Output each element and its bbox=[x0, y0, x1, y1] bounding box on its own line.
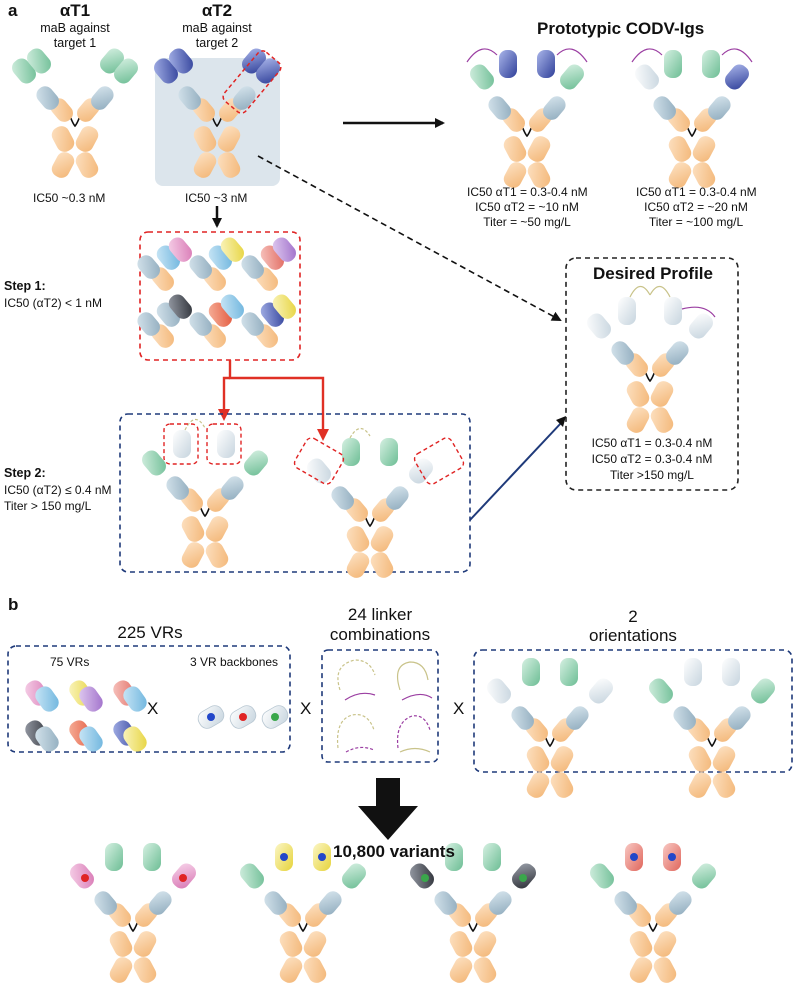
backbone-icons bbox=[197, 705, 289, 729]
desired-ic50-at2: IC50 αT2 = 0.3-0.4 nM bbox=[591, 452, 713, 466]
desired-titer: Titer >150 mg/L bbox=[610, 468, 694, 482]
step1-sub: IC50 (αT2) < 1 nM bbox=[4, 296, 102, 310]
times-sign-1: X bbox=[147, 699, 159, 718]
at2-ic50: IC50 ~3 nM bbox=[185, 191, 248, 205]
antibody-icon-orient2 bbox=[649, 658, 775, 802]
panel-a-letter: a bbox=[8, 1, 18, 20]
desired-title: Desired Profile bbox=[593, 264, 713, 283]
step2-title: Step 2: bbox=[4, 466, 46, 480]
antibody-icon-variant3 bbox=[410, 843, 536, 987]
antibody-icon-desired bbox=[587, 285, 716, 437]
at1-title: αT1 bbox=[59, 1, 91, 20]
antibody-icon-variant4 bbox=[590, 843, 716, 987]
at2-sub2: target 2 bbox=[195, 36, 239, 50]
proto1-ic50-at1: IC50 αT1 = 0.3-0.4 nM bbox=[467, 185, 588, 199]
proto2-titer: Titer = ~100 mg/L bbox=[648, 215, 744, 229]
antibody-icon-at2 bbox=[154, 48, 280, 182]
at1-ic50: IC50 ~0.3 nM bbox=[33, 191, 106, 205]
proto2-ic50-at1: IC50 αT1 = 0.3-0.4 nM bbox=[636, 185, 757, 199]
proto1-titer: Titer = ~50 mg/L bbox=[483, 215, 571, 229]
desired-profile-box bbox=[565, 257, 739, 491]
step2-box bbox=[119, 413, 471, 573]
at1-sub2: target 1 bbox=[53, 36, 97, 50]
proto1-ic50-at2: IC50 αT2 = ~10 nM bbox=[475, 200, 579, 214]
antibody-icon-codv1 bbox=[466, 48, 588, 192]
vrs-count: 225 VRs bbox=[117, 623, 183, 642]
panel-b-letter: b bbox=[8, 595, 19, 614]
arrow-icon-red-left bbox=[218, 376, 230, 421]
vrs-75-label: 75 VRs bbox=[50, 655, 90, 669]
vr-highlight-box bbox=[222, 50, 282, 114]
step1-box bbox=[139, 231, 301, 361]
variable-region-icons-step1 bbox=[134, 237, 296, 352]
backbones-label: 3 VR backbones bbox=[190, 655, 279, 669]
linker-icons bbox=[336, 659, 433, 753]
antibody-icon-at1 bbox=[12, 48, 138, 182]
step1-title: Step 1: bbox=[4, 279, 46, 293]
arrow-icon-red-right bbox=[228, 360, 329, 441]
at1-sub1: maB against bbox=[40, 21, 110, 35]
variable-region-icons-75 bbox=[25, 680, 147, 752]
variants-label: 10,800 variants bbox=[333, 842, 455, 861]
at2-sub1: maB against bbox=[182, 21, 252, 35]
antibody-icon-variant2 bbox=[240, 843, 366, 987]
antibody-icon-variant1 bbox=[70, 843, 196, 987]
proto2-ic50-at2: IC50 αT2 = ~20 nM bbox=[644, 200, 748, 214]
times-sign-3: X bbox=[453, 699, 465, 718]
antibody-icon-step2-b bbox=[307, 427, 433, 582]
step2-sub2: Titer > 150 mg/L bbox=[4, 499, 92, 513]
orient-label-line2: orientations bbox=[589, 626, 677, 645]
orient-label-line1: 2 bbox=[628, 607, 638, 626]
arrow-icon-combine bbox=[358, 778, 418, 840]
prototypic-title: Prototypic CODV-Igs bbox=[537, 19, 705, 38]
at2-title: αT2 bbox=[201, 1, 233, 20]
arrow-icon-step2-desired bbox=[469, 421, 563, 521]
antibody-icon-step2-a bbox=[142, 418, 268, 572]
vrs-box bbox=[7, 645, 291, 753]
linker-box bbox=[321, 649, 439, 763]
antibody-icon-orient1 bbox=[487, 658, 613, 802]
times-sign-2: X bbox=[300, 699, 312, 718]
linker-label-line1: 24 linker bbox=[347, 605, 413, 624]
step2-sub1: IC50 (αT2) ≤ 0.4 nM bbox=[4, 483, 112, 497]
linker-label-line2: combinations bbox=[329, 625, 431, 644]
desired-ic50-at1: IC50 αT1 = 0.3-0.4 nM bbox=[591, 436, 713, 450]
arrow-icon-desired bbox=[257, 155, 562, 321]
antibody-icon-codv2 bbox=[631, 48, 753, 192]
